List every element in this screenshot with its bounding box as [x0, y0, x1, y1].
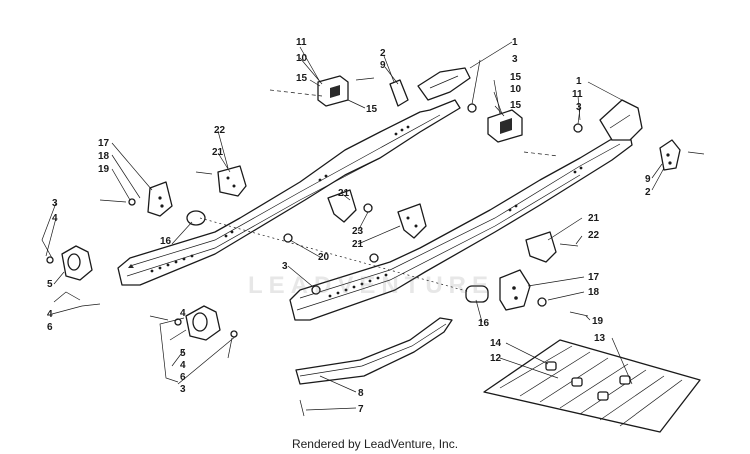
part-axle-shafts: [199, 89, 559, 293]
callout-label: 3: [576, 102, 582, 113]
callout-label: 10: [296, 53, 308, 64]
callout-label: 2: [645, 187, 651, 198]
callout-label: 5: [180, 348, 186, 359]
callout-label: 8: [358, 388, 364, 399]
callout-label: 9: [645, 174, 651, 185]
callout-label: 15: [510, 100, 522, 111]
callout-label: 15: [296, 73, 308, 84]
callout-label: 16: [160, 236, 172, 247]
leader-lines: [41, 41, 665, 411]
part-mount-block-15-right: [487, 109, 523, 143]
callout-label: 13: [594, 333, 606, 344]
callout-label: 17: [98, 138, 110, 149]
callout-label: 3: [512, 54, 518, 65]
right-rail-holes: [328, 166, 583, 298]
part-mount-block-15-top: [317, 75, 349, 107]
callout-label: 3: [180, 384, 186, 395]
callout-label: 17: [588, 272, 600, 283]
callout-label: 1: [512, 37, 518, 48]
callout-label: 21: [352, 239, 364, 250]
callout-label: 20: [318, 252, 330, 263]
left-rail-bracket-upper: [417, 67, 471, 101]
callout-label: 12: [490, 353, 502, 364]
callout-label: 21: [588, 213, 600, 224]
render-credit-caption: Rendered by LeadVenture, Inc.: [291, 437, 459, 451]
part-wheel-5-left: [61, 245, 93, 281]
callout-label: 18: [98, 151, 110, 162]
part-spacer-16-left: [186, 210, 206, 226]
part-bracket-21-right: [397, 203, 427, 239]
callout-label: 15: [366, 104, 378, 115]
part-bracket-21-center: [327, 189, 357, 223]
part-wheel-5-front: [185, 305, 221, 341]
callout-label: 22: [214, 125, 226, 136]
watermark-text: LEADVENTURE: [248, 272, 495, 299]
callout-label: 9: [380, 60, 386, 71]
part-spacer-16-right: [465, 285, 489, 303]
callout-label: 10: [510, 84, 522, 95]
right-skid-rail: [289, 134, 633, 321]
callout-label: 5: [47, 279, 53, 290]
callout-label: 4: [180, 360, 186, 371]
callout-label: 19: [98, 164, 110, 175]
callout-label: 14: [490, 338, 502, 349]
part-end-cap-17-left: [147, 181, 173, 217]
part-track-section: [483, 339, 701, 433]
callout-label: 3: [282, 261, 288, 272]
callout-label: 22: [588, 230, 600, 241]
callout-label: 1: [576, 76, 582, 87]
left-rail-holes: [150, 125, 410, 273]
part-clip-9-right: [659, 139, 681, 171]
callout-label: 23: [352, 226, 364, 237]
part-end-cap-17-right: [499, 269, 531, 311]
part-wear-strip-8: [295, 317, 453, 385]
callout-label: 19: [592, 316, 604, 327]
callout-label: 2: [380, 48, 386, 59]
right-rail-bracket-upper: [599, 99, 643, 141]
part-clip-9-top: [389, 79, 409, 107]
callout-label: 3: [52, 198, 58, 209]
callout-label: 7: [358, 404, 364, 415]
callout-label: 21: [338, 188, 350, 199]
callout-label: 11: [572, 89, 583, 100]
part-bolts: [81, 77, 705, 417]
callout-label: 6: [47, 322, 53, 333]
part-bracket-21-lower: [525, 231, 557, 263]
part-bracket-21-left: [217, 165, 247, 197]
callout-labels: 11 10 15 15 2 9 1 3 15 10 15 1 11 3 9 2 …: [47, 37, 651, 415]
left-skid-rail: [117, 99, 461, 286]
callout-label: 15: [510, 72, 522, 83]
callout-label: 4: [180, 308, 186, 319]
callout-label: 4: [52, 213, 58, 224]
callout-label: 16: [478, 318, 490, 329]
callout-label: 4: [47, 309, 53, 320]
callout-label: 21: [212, 147, 224, 158]
callout-label: 18: [588, 287, 600, 298]
callout-label: 6: [180, 372, 186, 383]
part-nuts-and-washers: [46, 103, 583, 338]
callout-label: 11: [296, 37, 307, 48]
